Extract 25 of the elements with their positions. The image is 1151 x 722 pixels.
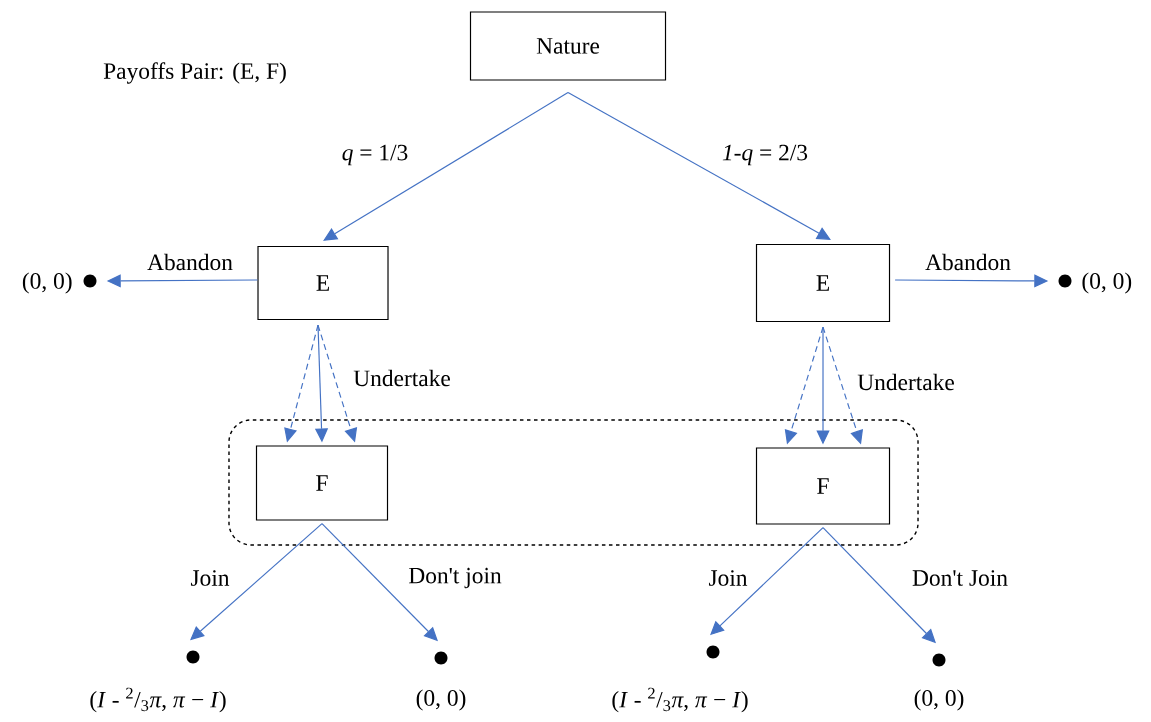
edge-label: Don't join [409,567,502,589]
arrow [567,92,831,240]
player-box: Nature [469,11,667,81]
edge-label: Abandon [925,253,1011,271]
information-set-box [228,419,919,546]
edge-label: Join [190,570,230,586]
edge-label: Abandon [147,253,233,271]
legend-note: Payoffs Pair: (E, F) [103,62,286,84]
payoff-label: (0, 0) [416,689,466,711]
payoff-label: (0, 0) [1082,272,1132,294]
edge-label: Join [709,570,748,586]
edge-label: Don't Join [912,570,1008,586]
arrow [323,92,569,241]
payoff-label: (0, 0) [22,272,72,294]
edge-label: Undertake [857,373,954,391]
payoff-label: (I - $^{2}$/$_{3}$π, π − I) [90,687,226,713]
player-box: E [755,243,891,323]
payoff-label: (I - $^{2}$/$_{3}$π, π − I) [612,687,748,713]
player-box: F [255,445,389,521]
edge-label: Undertake [353,369,450,387]
edge-label: q = 1/3 [342,144,408,166]
edge-label: 1-q = 2/3 [722,144,808,166]
player-box: E [257,245,389,321]
payoff-label: (0, 0) [914,689,964,711]
player-box: F [755,447,891,525]
